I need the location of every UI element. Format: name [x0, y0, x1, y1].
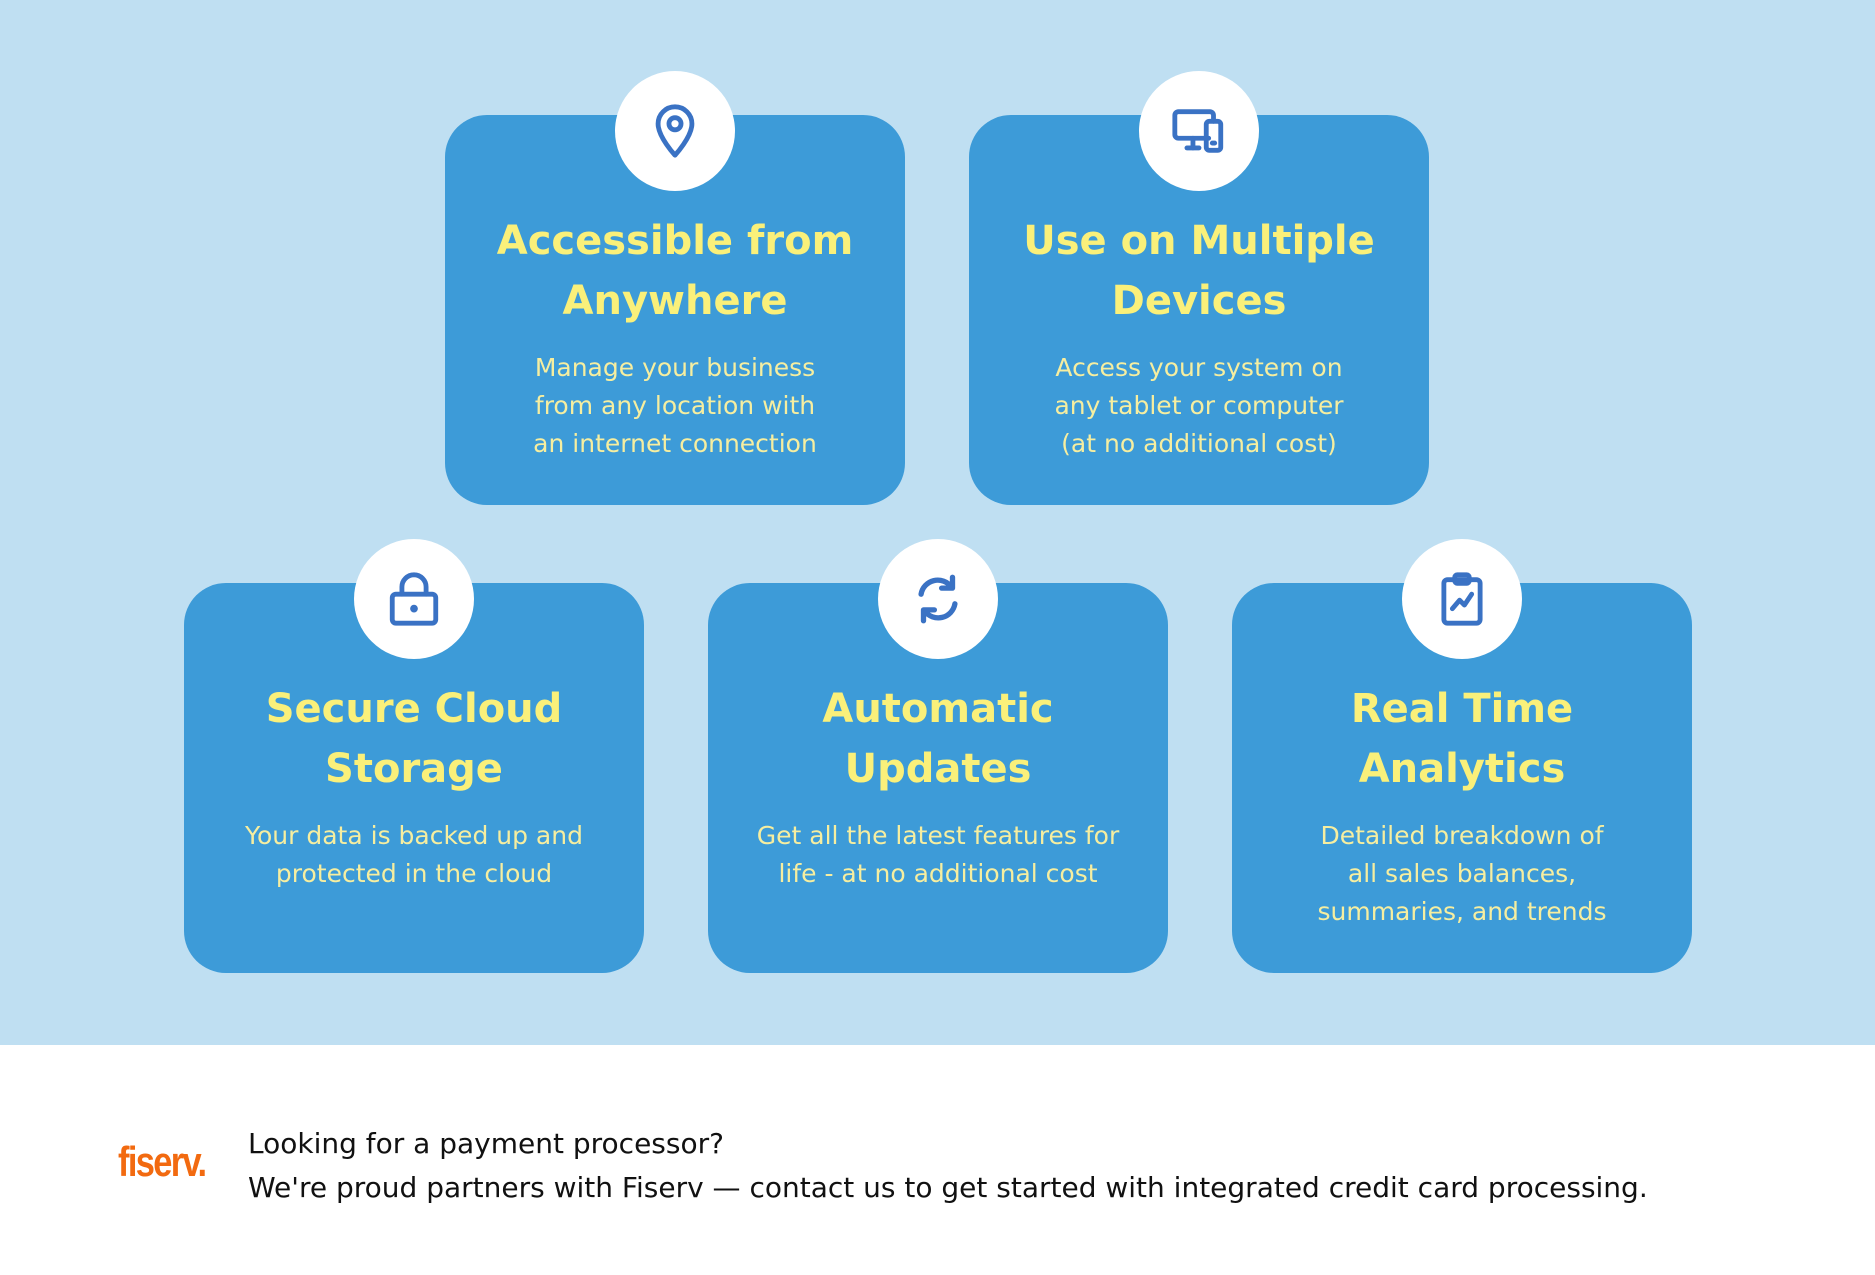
lock-icon	[389, 572, 439, 626]
devices-icon	[1172, 109, 1224, 153]
refresh-icon	[918, 574, 958, 624]
feature-description: Manage your business from any location w…	[533, 353, 817, 458]
partner-question: Looking for a payment processor?	[248, 1127, 724, 1160]
fiserv-logo: fiserv.	[118, 1138, 207, 1185]
feature-title: Real Time Analytics	[1350, 686, 1574, 792]
feature-description: Get all the latest features for life - a…	[756, 821, 1120, 888]
partner-statement: We're proud partners with Fiserv — conta…	[248, 1171, 1648, 1204]
feature-title: Secure Cloud Storage	[265, 686, 563, 792]
icon-badge	[615, 71, 735, 191]
feature-description: Detailed breakdown of all sales balances…	[1317, 821, 1607, 926]
feature-card-real-time-analytics: Real Time Analytics Detailed breakdown o…	[1232, 539, 1692, 973]
icon-badge	[878, 539, 998, 659]
feature-card-secure-storage: Secure Cloud Storage Your data is backed…	[184, 539, 644, 973]
partner-message: Looking for a payment processor? We're p…	[248, 1122, 1648, 1210]
feature-card-accessible: Accessible from Anywhere Manage your bus…	[445, 71, 905, 505]
features-section: Accessible from Anywhere Manage your bus…	[0, 0, 1875, 1045]
icon-badge	[1139, 71, 1259, 191]
feature-description: Your data is backed up and protected in …	[245, 821, 583, 888]
icon-badge	[354, 539, 474, 659]
feature-title: Automatic Updates	[822, 686, 1054, 792]
icon-badge	[1402, 539, 1522, 659]
map-pin-icon	[655, 104, 695, 158]
feature-card-multiple-devices: Use on Multiple Devices Access your syst…	[969, 71, 1429, 505]
feature-title: Accessible from Anywhere	[496, 218, 854, 324]
clipboard-chart-icon	[1441, 572, 1483, 626]
feature-description: Access your system on any tablet or comp…	[1054, 353, 1344, 458]
feature-title: Use on Multiple Devices	[1023, 218, 1375, 324]
feature-card-automatic-updates: Automatic Updates Get all the latest fea…	[708, 539, 1168, 973]
